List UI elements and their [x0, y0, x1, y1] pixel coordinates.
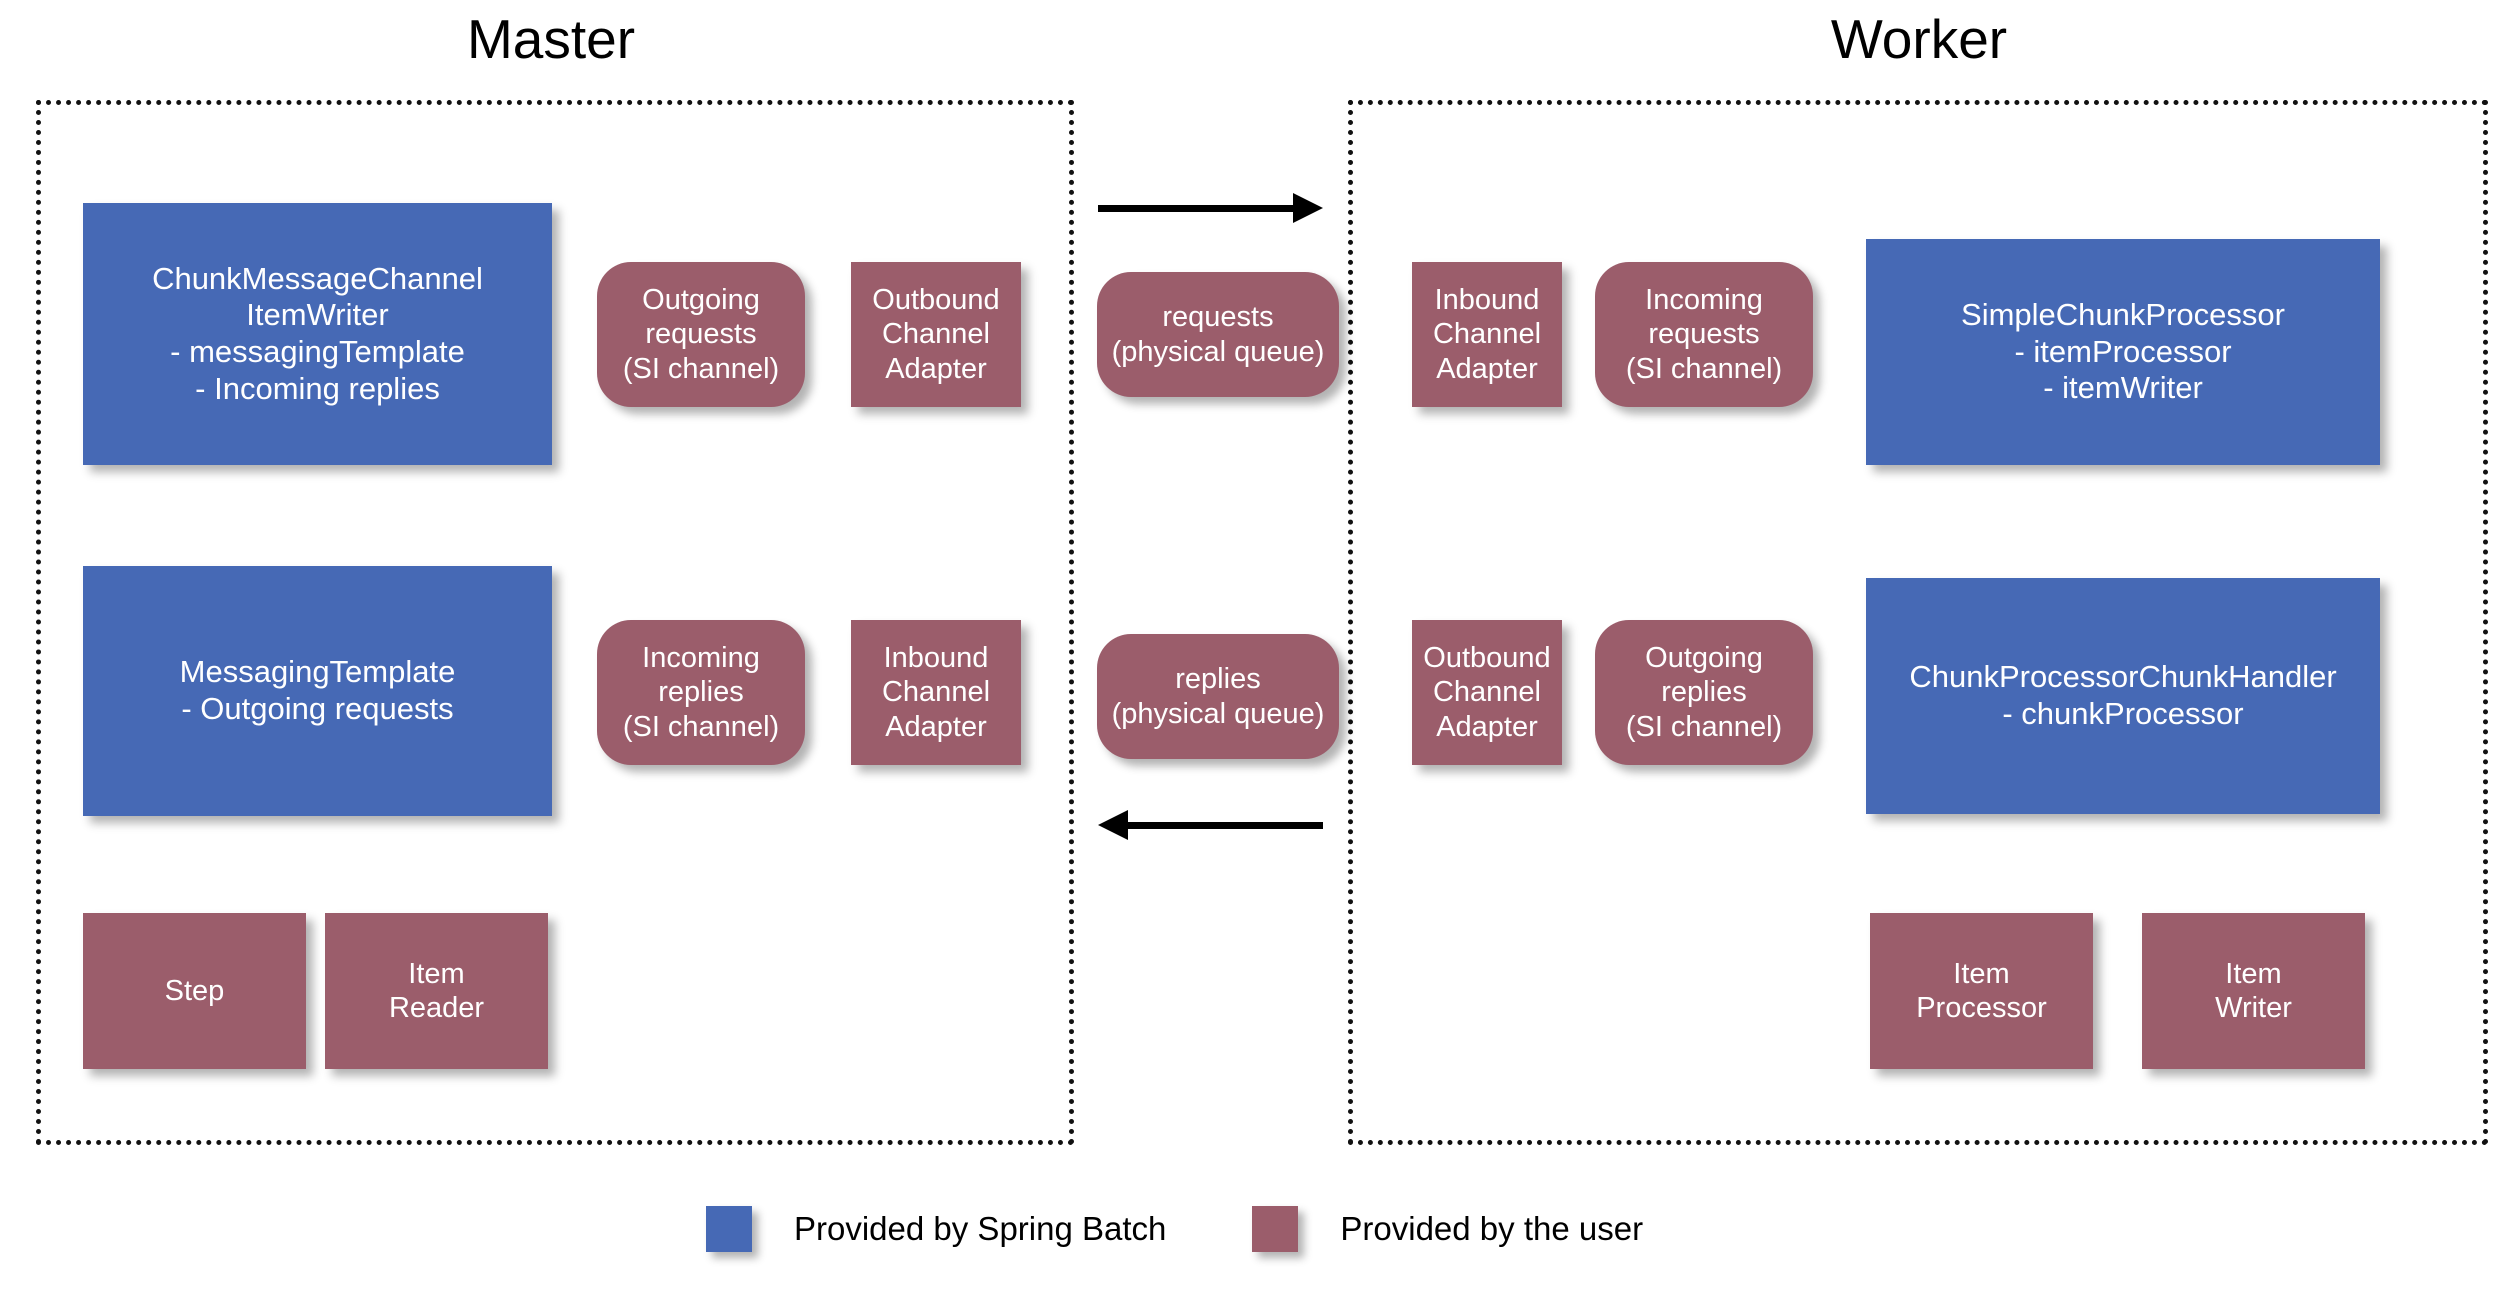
node-worker-outbound-channel-adapter[interactable]: Outbound Channel Adapter	[1412, 620, 1562, 765]
arrow-head	[1098, 810, 1128, 840]
arrow-shaft	[1098, 205, 1297, 212]
node-worker-inbound-channel-adapter[interactable]: Inbound Channel Adapter	[1412, 262, 1562, 407]
legend-item-spring-batch: Provided by Spring Batch	[706, 1206, 1166, 1252]
node-replies-physical-queue[interactable]: replies (physical queue)	[1097, 634, 1339, 759]
node-master-inbound-channel-adapter[interactable]: Inbound Channel Adapter	[851, 620, 1021, 765]
node-item-writer[interactable]: Item Writer	[2142, 913, 2365, 1069]
arrow-head	[1293, 193, 1323, 223]
node-messaging-template[interactable]: MessagingTemplate - Outgoing requests	[83, 566, 552, 816]
arrow-shaft	[1124, 822, 1323, 829]
node-master-outbound-channel-adapter[interactable]: Outbound Channel Adapter	[851, 262, 1021, 407]
worker-panel-title: Worker	[1830, 8, 2008, 70]
node-chunk-processor-chunk-handler[interactable]: ChunkProcessorChunkHandler - chunkProces…	[1866, 578, 2380, 814]
master-panel	[36, 100, 1074, 1145]
legend: Provided by Spring Batch Provided by the…	[706, 1206, 1643, 1252]
node-step[interactable]: Step	[83, 913, 306, 1069]
node-master-incoming-replies-channel[interactable]: Incoming replies (SI channel)	[597, 620, 805, 765]
master-panel-title: Master	[466, 8, 636, 70]
node-master-outgoing-requests-channel[interactable]: Outgoing requests (SI channel)	[597, 262, 805, 407]
node-item-reader[interactable]: Item Reader	[325, 913, 548, 1069]
node-requests-physical-queue[interactable]: requests (physical queue)	[1097, 272, 1339, 397]
legend-item-user: Provided by the user	[1252, 1206, 1643, 1252]
node-item-processor[interactable]: Item Processor	[1870, 913, 2093, 1069]
legend-label-spring-batch: Provided by Spring Batch	[794, 1210, 1167, 1247]
node-worker-incoming-requests-channel[interactable]: Incoming requests (SI channel)	[1595, 262, 1813, 407]
legend-swatch-blue-icon	[706, 1206, 752, 1252]
legend-label-user: Provided by the user	[1340, 1210, 1644, 1247]
node-chunk-message-channel-item-writer[interactable]: ChunkMessageChannel ItemWriter - messagi…	[83, 203, 552, 465]
worker-panel	[1348, 100, 2488, 1145]
node-simple-chunk-processor[interactable]: SimpleChunkProcessor - itemProcessor - i…	[1866, 239, 2380, 465]
node-worker-outgoing-replies-channel[interactable]: Outgoing replies (SI channel)	[1595, 620, 1813, 765]
legend-swatch-mauve-icon	[1252, 1206, 1299, 1252]
